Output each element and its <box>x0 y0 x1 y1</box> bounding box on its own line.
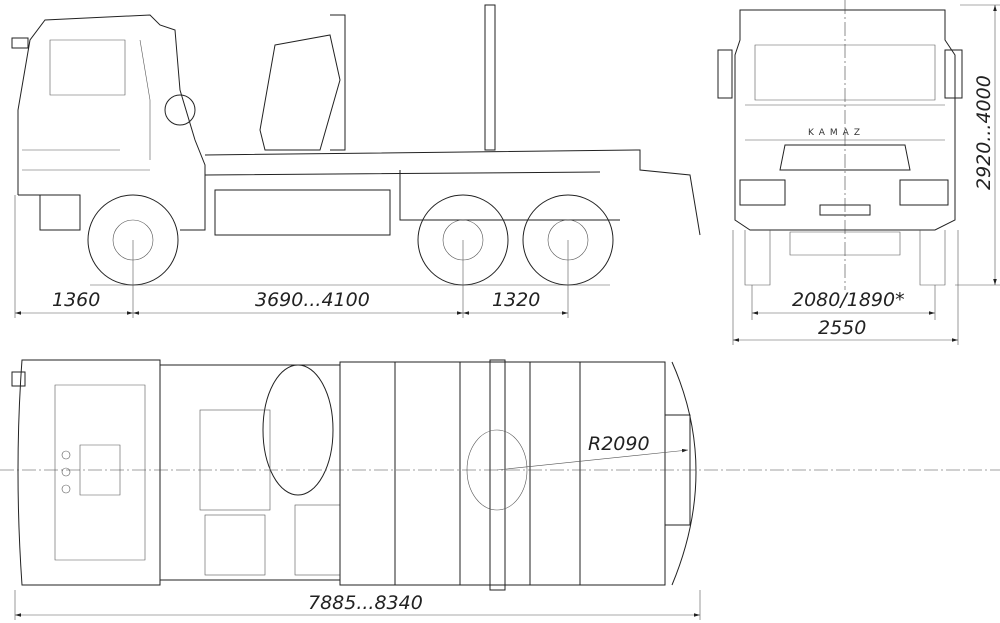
mirror <box>11 37 29 49</box>
dim-wheelbase: 3690...4100 <box>255 289 370 311</box>
chassis-frame <box>204 149 701 236</box>
kamaz-logo: KAMAZ <box>808 128 865 138</box>
dim-track: 2080/1890* <box>792 289 905 311</box>
dim-overall-width: 2550 <box>818 317 866 339</box>
dim-overall-length: 7885...8340 <box>308 592 423 614</box>
container-tilted <box>259 34 341 151</box>
dim-height: 2920...4000 <box>973 75 995 190</box>
dim-turn-radius: R2090 <box>588 433 650 455</box>
container-top <box>339 361 666 586</box>
hook-arm <box>330 4 496 151</box>
dim-front-overhang: 1360 <box>52 289 100 311</box>
cab-top <box>17 359 161 586</box>
body-frame <box>160 364 341 581</box>
dim-axle-spacing: 1320 <box>492 289 540 311</box>
spare-tire <box>262 364 334 496</box>
front-view: KAMAZ 2080/1890* 2550 2920...4000 <box>717 0 1000 345</box>
cab-front <box>734 9 956 231</box>
top-view: R2090 7885...8340 <box>0 359 1000 620</box>
cab-side <box>17 14 206 231</box>
side-view: 1360 3690...4100 1320 <box>11 4 701 318</box>
grille <box>779 144 911 171</box>
